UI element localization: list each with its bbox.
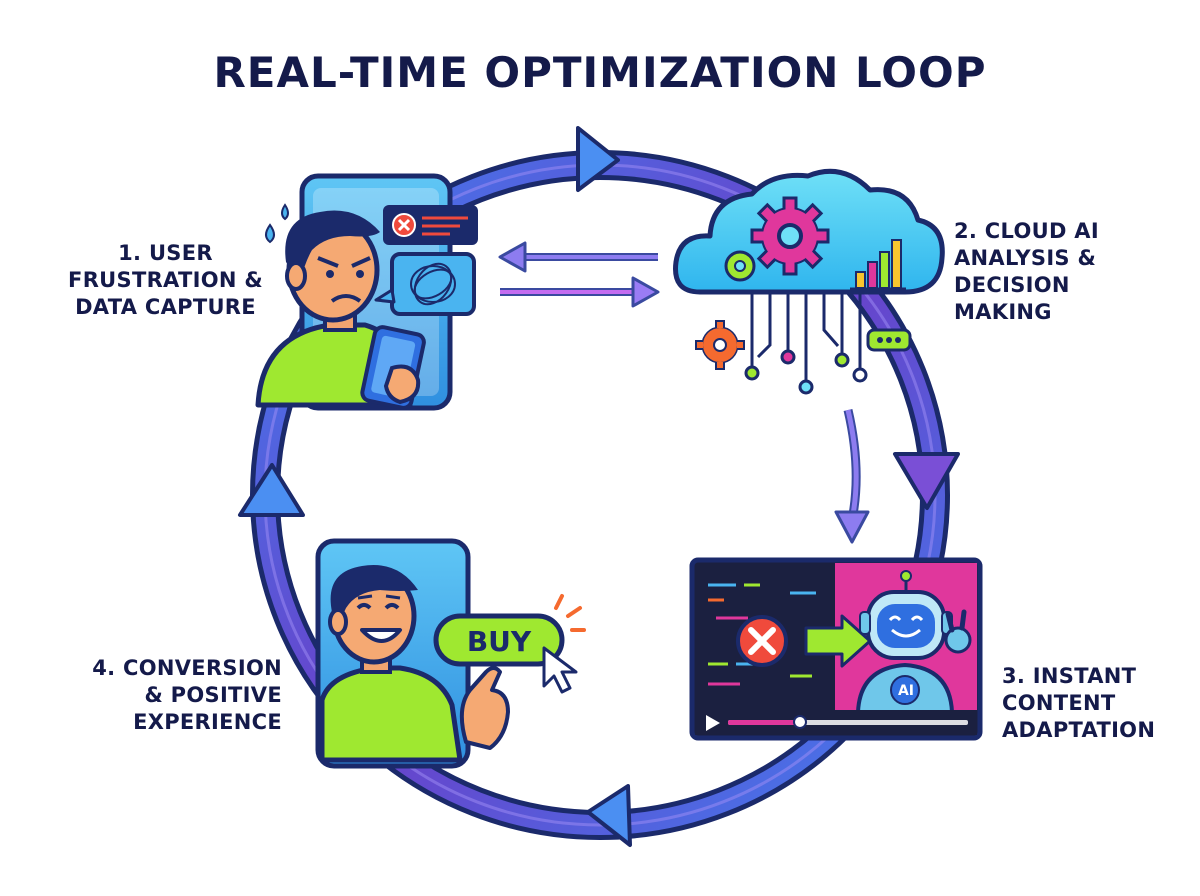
arrowhead-bottom	[586, 784, 632, 847]
frustrated-user-icon	[255, 173, 478, 411]
step-4-line-2: & POSITIVE	[144, 683, 282, 707]
step-2-line-2: ANALYSIS &	[954, 246, 1097, 270]
arrowhead-left	[238, 463, 305, 517]
step-4-label: 4. CONVERSION & POSITIVE EXPERIENCE	[60, 655, 282, 736]
step-3-line-1: 3. INSTANT	[1002, 664, 1137, 688]
step-4-line-1: 4. CONVERSION	[92, 656, 282, 680]
loop-arrowheads	[238, 126, 960, 847]
step-3-label: 3. INSTANT CONTENT ADAPTATION	[1002, 663, 1192, 744]
step-4-line-3: EXPERIENCE	[133, 710, 282, 734]
data-exchange-arrows	[498, 241, 660, 308]
step-1-line-3: DATA CAPTURE	[75, 295, 256, 319]
cloud-ai-icon	[673, 168, 945, 395]
arrowhead-right	[893, 452, 960, 510]
step-3-line-2: CONTENT	[1002, 691, 1116, 715]
step-1-line-1: 1. USER	[118, 241, 213, 265]
step-2-line-3: DECISION	[954, 273, 1070, 297]
step-1-label: 1. USER FRUSTRATION & DATA CAPTURE	[48, 240, 283, 321]
step-1-line-2: FRUSTRATION &	[68, 268, 263, 292]
cloud-to-video-arrow	[834, 408, 870, 544]
video-player-icon	[689, 557, 983, 741]
arrowhead-top	[576, 126, 620, 192]
page-title: REAL-TIME OPTIMIZATION LOOP	[213, 48, 987, 97]
happy-user-icon	[315, 538, 586, 769]
step-2-line-1: 2. CLOUD AI	[954, 219, 1099, 243]
step-2-label: 2. CLOUD AI ANALYSIS & DECISION MAKING	[954, 218, 1184, 326]
step-2-line-4: MAKING	[954, 300, 1052, 324]
step-3-line-3: ADAPTATION	[1002, 718, 1156, 742]
ai-badge-label: AI	[898, 683, 914, 699]
buy-button[interactable]: BUY	[467, 625, 532, 658]
